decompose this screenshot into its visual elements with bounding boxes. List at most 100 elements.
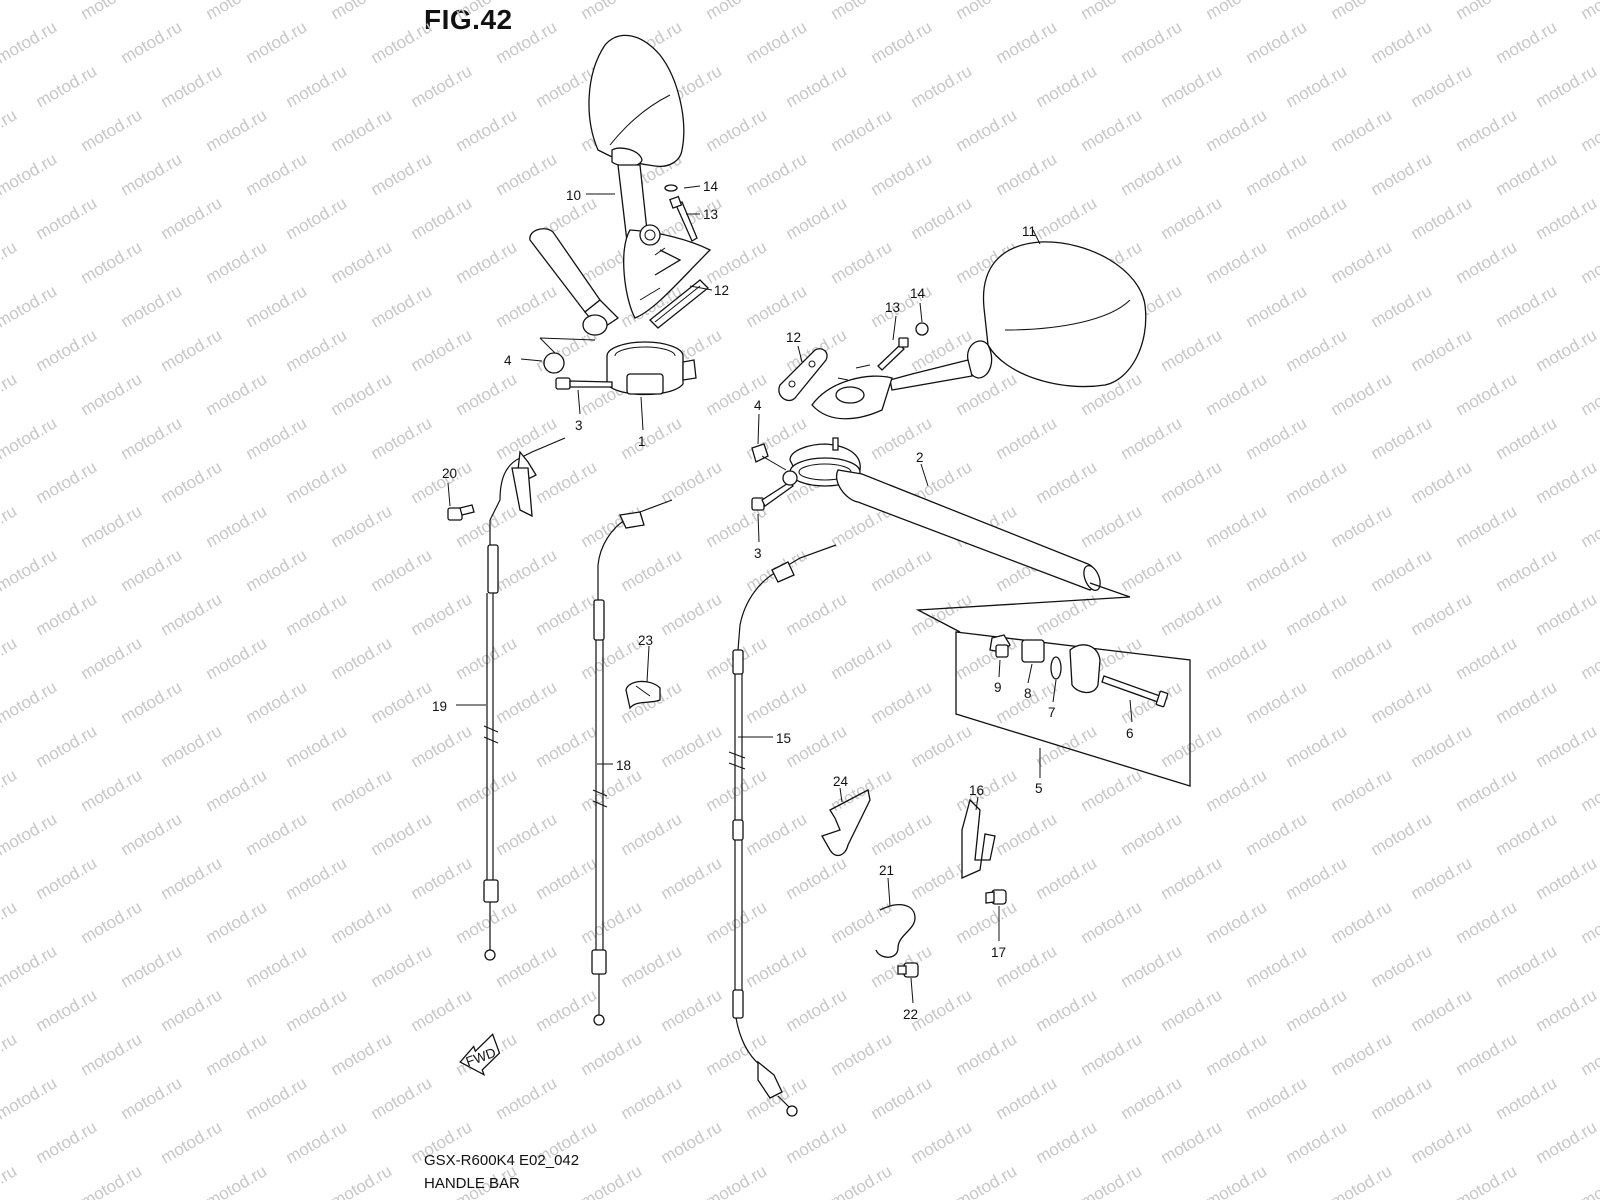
watermark-text: motod.ru	[1078, 0, 1146, 23]
watermark-text: motod.ru	[1328, 1161, 1396, 1200]
watermark-text: motod.ru	[0, 897, 20, 947]
watermark-text: motod.ru	[1578, 237, 1600, 287]
watermark-text: motod.ru	[703, 897, 771, 947]
watermark-text: motod.ru	[1368, 1073, 1436, 1123]
watermark-text: motod.ru	[1533, 457, 1600, 507]
watermark-text: motod.ru	[1533, 853, 1600, 903]
watermark-text: motod.ru	[0, 941, 60, 991]
watermark-text: motod.ru	[1453, 0, 1521, 23]
watermark-text: motod.ru	[118, 413, 186, 463]
watermark-text: motod.ru	[1578, 897, 1600, 947]
watermark-text: motod.ru	[368, 941, 436, 991]
watermark-text: motod.ru	[953, 633, 1021, 683]
watermark-text: motod.ru	[1493, 1073, 1561, 1123]
model-code: GSX-R600K4 E02_042	[424, 1152, 580, 1169]
watermark-text: motod.ru	[1328, 237, 1396, 287]
callout-1: 1	[638, 434, 646, 449]
watermark-text: motod.ru	[1078, 897, 1146, 947]
watermark-text: motod.ru	[1283, 853, 1351, 903]
watermark-text: motod.ru	[0, 765, 20, 815]
watermark-text: motod.ru	[283, 985, 351, 1035]
watermark-text: motod.ru	[1118, 941, 1186, 991]
watermark-text: motod.ru	[368, 413, 436, 463]
watermark-text: motod.ru	[368, 281, 436, 331]
watermark-text: motod.ru	[328, 1029, 396, 1079]
clip-24	[821, 789, 871, 857]
watermark-text: motod.ru	[533, 589, 601, 639]
watermark-text: motod.ru	[203, 105, 271, 155]
watermark-text: motod.ru	[328, 501, 396, 551]
watermark-text: motod.ru	[743, 941, 811, 991]
callout-14-left: 14	[703, 179, 719, 194]
clamp-23	[625, 680, 661, 710]
right-end-cap-4	[751, 443, 787, 471]
watermark-text: motod.ru	[33, 1117, 101, 1167]
watermark-text: motod.ru	[368, 149, 436, 199]
watermark-text: motod.ru	[828, 105, 896, 155]
watermark-text: motod.ru	[493, 17, 561, 67]
watermark-text: motod.ru	[283, 457, 351, 507]
watermark-text: motod.ru	[408, 589, 476, 639]
watermark-text: motod.ru	[1533, 193, 1600, 243]
watermark-text: motod.ru	[203, 765, 271, 815]
callout-3-right: 3	[754, 546, 762, 561]
watermark-text: motod.ru	[1368, 545, 1436, 595]
watermark-text: motod.ru	[118, 149, 186, 199]
watermark-text: motod.ru	[243, 413, 311, 463]
watermark-text: motod.ru	[78, 0, 146, 23]
watermark-text: motod.ru	[1033, 61, 1101, 111]
watermark-text: motod.ru	[158, 985, 226, 1035]
watermark-text: motod.ru	[1158, 985, 1226, 1035]
watermark-text: motod.ru	[1533, 1117, 1600, 1167]
watermark-text: motod.ru	[953, 105, 1021, 155]
watermark-text: motod.ru	[203, 1029, 271, 1079]
watermark-text: motod.ru	[1158, 193, 1226, 243]
watermark-text: motod.ru	[1453, 105, 1521, 155]
watermark-text: motod.ru	[328, 1161, 396, 1200]
watermark-text: motod.ru	[33, 721, 101, 771]
watermark-text: motod.ru	[78, 105, 146, 155]
watermark-text: motod.ru	[1368, 17, 1436, 67]
cable-15	[728, 544, 837, 1117]
watermark-text: motod.ru	[0, 105, 20, 155]
watermark-text: motod.ru	[328, 0, 396, 23]
watermark-text: motod.ru	[868, 545, 936, 595]
callout-labels: 10 14 13 12 11 13 14 12 4 3 2 4 3 1 20 1…	[432, 179, 1134, 1022]
watermark-text: motod.ru	[1158, 589, 1226, 639]
watermark-text: motod.ru	[1243, 413, 1311, 463]
balancer-weight	[1069, 644, 1101, 694]
watermark-text: motod.ru	[1453, 633, 1521, 683]
watermark-text: motod.ru	[578, 897, 646, 947]
watermark-text: motod.ru	[953, 1161, 1021, 1200]
watermark-text: motod.ru	[0, 809, 60, 859]
diagram-name: HANDLE BAR	[424, 1175, 520, 1192]
watermark-text: motod.ru	[1283, 325, 1351, 375]
watermark-text: motod.ru	[1033, 1117, 1101, 1167]
watermark-text: motod.ru	[1283, 589, 1351, 639]
watermark-text: motod.ru	[1158, 61, 1226, 111]
watermark-text: motod.ru	[1033, 193, 1101, 243]
watermark-text: motod.ru	[1203, 105, 1271, 155]
watermark-text: motod.ru	[78, 633, 146, 683]
watermark-text: motod.ru	[243, 677, 311, 727]
watermark-text: motod.ru	[1408, 589, 1476, 639]
watermark-text: motod.ru	[1493, 809, 1561, 859]
watermark-text: motod.ru	[1368, 149, 1436, 199]
watermark-text: motod.ru	[118, 17, 186, 67]
watermark-text: motod.ru	[1453, 1029, 1521, 1079]
watermark-text: motod.ru	[493, 413, 561, 463]
left-handlebar-assembly	[529, 228, 697, 396]
watermark-text: motod.ru	[1453, 1161, 1521, 1200]
right-mirror-bolt-13	[877, 337, 909, 371]
watermark-text: motod.ru	[868, 413, 936, 463]
watermark-text: motod.ru	[1033, 985, 1101, 1035]
watermark-text: motod.ru	[908, 61, 976, 111]
watermark-text: motod.ru	[453, 0, 521, 23]
watermark-text: motod.ru	[158, 1117, 226, 1167]
watermark-text: motod.ru	[1533, 985, 1600, 1035]
watermark-text: motod.ru	[283, 1117, 351, 1167]
watermark-text: motod.ru	[158, 325, 226, 375]
watermark-text: motod.ru	[408, 721, 476, 771]
cable-screw-20	[447, 504, 475, 521]
